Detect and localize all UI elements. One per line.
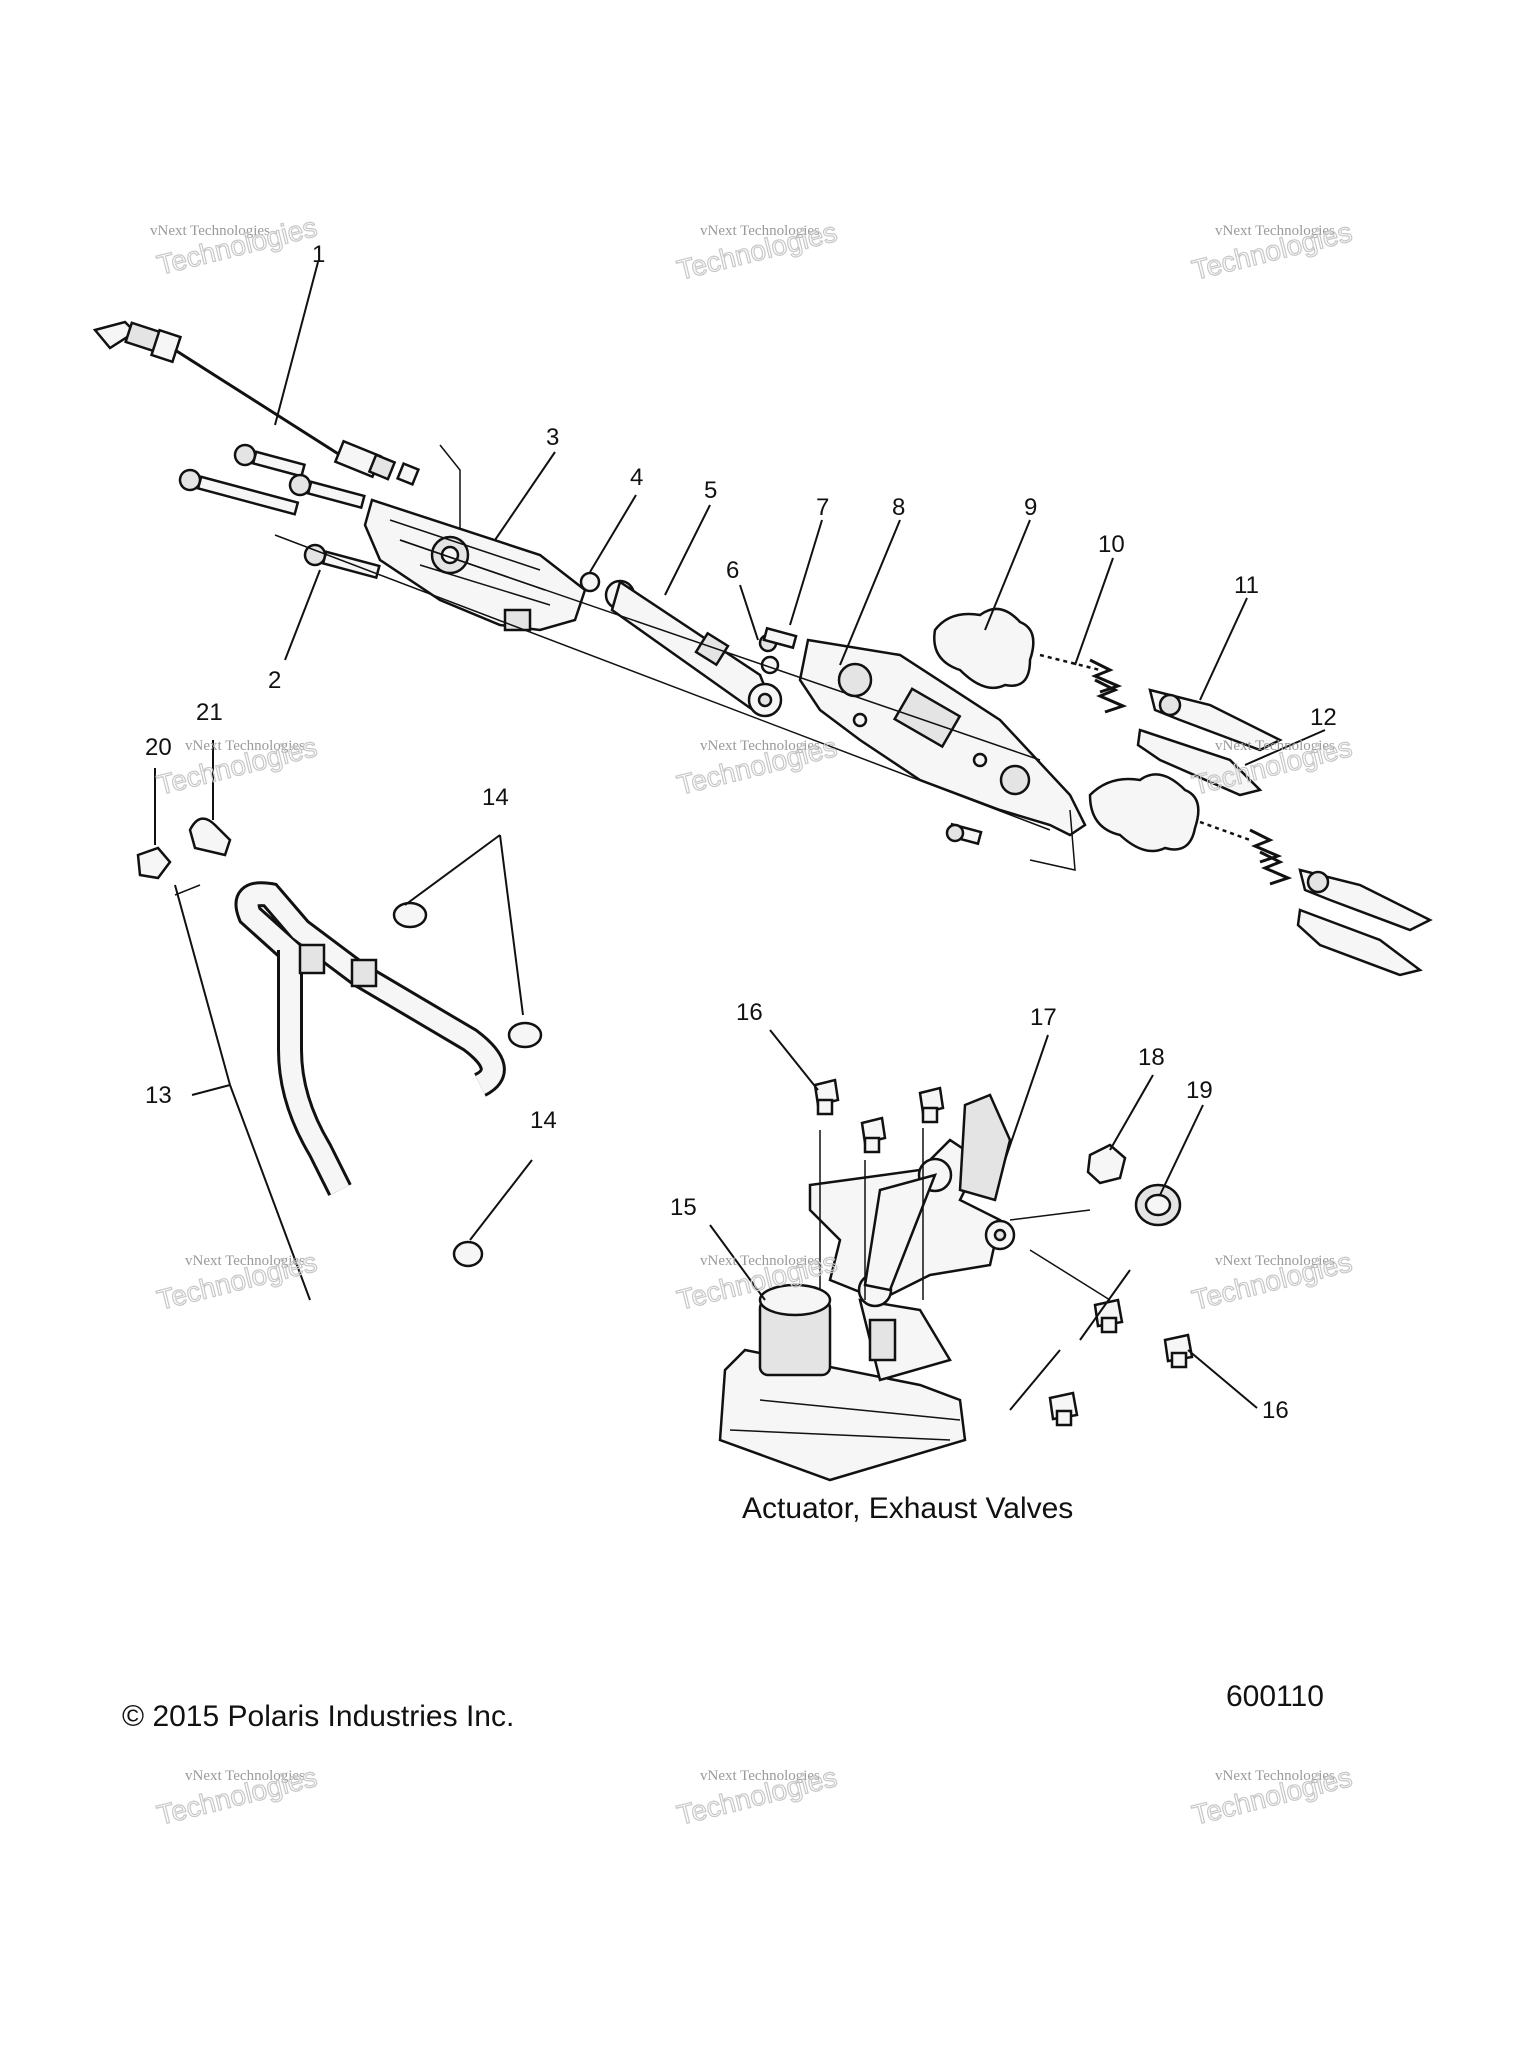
part-hose	[234, 881, 506, 1196]
part-gasket-springs-valves	[933, 607, 1433, 977]
part-link-arm	[579, 571, 798, 718]
callout-14a: 14	[482, 784, 509, 811]
svg-text:vNext Technologies: vNext Technologies	[1215, 1768, 1335, 1784]
callout-14b: 14	[530, 1107, 557, 1134]
svg-text:vNext Technologies: vNext Technologies	[185, 1253, 305, 1269]
callout-15: 15	[670, 1194, 697, 1221]
callout-17: 17	[1030, 1004, 1057, 1031]
part-bolts	[178, 443, 381, 580]
callout-13: 13	[145, 1082, 172, 1109]
alignment-lines	[174, 444, 1131, 1411]
callout-4: 4	[630, 464, 643, 491]
callout-16b: 16	[1262, 1397, 1289, 1424]
copyright-notice: © 2015 Polaris Industries Inc.	[122, 1700, 515, 1733]
callout-16a: 16	[736, 999, 763, 1026]
part-cable	[92, 320, 421, 487]
callout-12: 12	[1310, 704, 1337, 731]
callout-3: 3	[546, 424, 559, 451]
callout-20: 20	[145, 734, 172, 761]
leader-lines	[154, 261, 1326, 1409]
callout-7: 7	[816, 494, 829, 521]
svg-text:vNext Technologies: vNext Technologies	[1215, 223, 1335, 239]
svg-text:vNext Technologies: vNext Technologies	[1215, 738, 1335, 754]
diagram-caption: Actuator, Exhaust Valves	[742, 1492, 1074, 1525]
callout-10: 10	[1098, 531, 1125, 558]
svg-text:vNext Technologies: vNext Technologies	[185, 1768, 305, 1784]
svg-text:vNext Technologies: vNext Technologies	[700, 223, 820, 239]
callouts: 1 2 3 4 5 6 7 8 9 10 11 12 13 14 14 15 1…	[145, 241, 1337, 1424]
drawing-number: 600110	[1226, 1680, 1324, 1713]
svg-text:Technologies: Technologies	[154, 211, 320, 281]
callout-5: 5	[704, 477, 717, 504]
callout-11: 11	[1234, 572, 1259, 599]
svg-text:vNext Technologies: vNext Technologies	[700, 1768, 820, 1784]
callout-9: 9	[1024, 494, 1037, 521]
svg-text:vNext Technologies: vNext Technologies	[150, 223, 270, 239]
callout-1: 1	[312, 241, 325, 268]
callout-19: 19	[1186, 1077, 1213, 1104]
callout-18: 18	[1138, 1044, 1165, 1071]
part-clamps	[392, 901, 543, 1268]
part-valve-plate	[798, 638, 1087, 846]
callout-21: 21	[196, 699, 223, 726]
part-clip-bolt	[136, 817, 232, 880]
callout-6: 6	[726, 557, 739, 584]
svg-text:vNext Technologies: vNext Technologies	[185, 738, 305, 754]
svg-text:vNext Technologies: vNext Technologies	[700, 738, 820, 754]
callout-2: 2	[268, 667, 281, 694]
svg-text:vNext Technologies: vNext Technologies	[1215, 1253, 1335, 1269]
part-actuator	[718, 1078, 1194, 1482]
svg-text:vNext Technologies: vNext Technologies	[700, 1253, 820, 1269]
callout-8: 8	[892, 494, 905, 521]
